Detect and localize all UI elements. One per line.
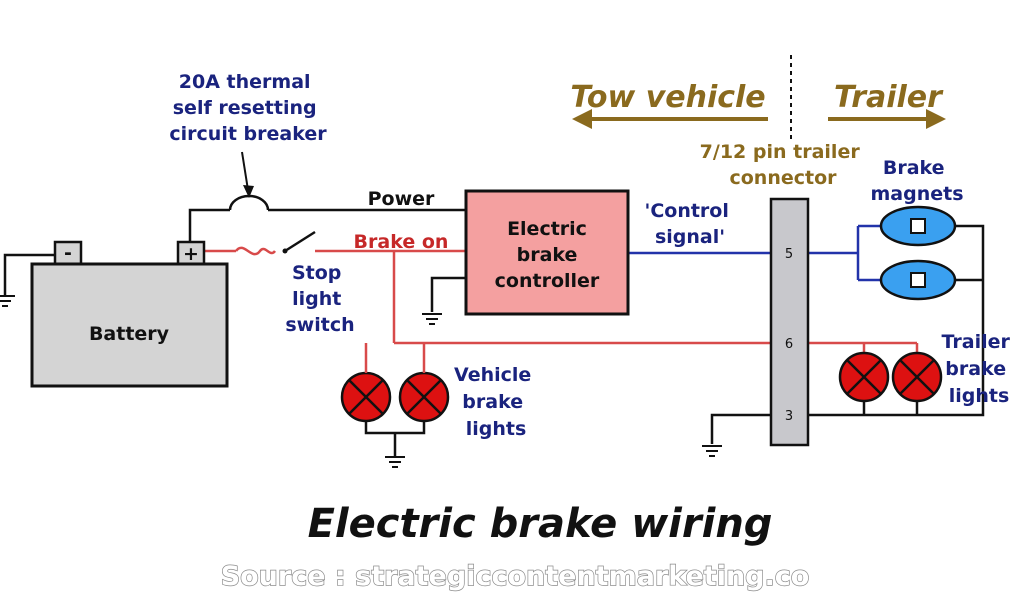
battery-ground-wire xyxy=(3,253,55,295)
power-wire xyxy=(188,208,230,245)
pin-label-6: 6 xyxy=(785,337,793,352)
circuit-breaker-symbol xyxy=(228,194,270,211)
ground-symbol-connector xyxy=(702,445,722,457)
controller-label-line-1: Electric xyxy=(507,218,587,240)
trailer-arrowhead xyxy=(926,109,946,129)
stop-switch-pivot xyxy=(282,248,288,254)
stop-switch-label: Stop light switch xyxy=(285,262,354,336)
control-signal-label: 'Control signal' xyxy=(645,200,736,248)
controller-label-line-2: brake xyxy=(517,244,578,266)
brake-magnets-label-line-2: magnets xyxy=(870,183,963,205)
pin-label-3: 3 xyxy=(785,409,793,424)
brake-magnets-label-line-1: Brake xyxy=(883,157,945,179)
connector-label-line-2: connector xyxy=(729,167,837,189)
vehicle-brake-light-1 xyxy=(340,371,392,423)
vehicle-brake-light-2 xyxy=(398,371,450,423)
vehicle-brake-lights-label-line-3: lights xyxy=(466,418,527,440)
vehicle-brake-lights-label-line-1: Vehicle xyxy=(454,364,531,386)
trailer-brake-lights-label-line-1: Trailer xyxy=(942,331,1011,353)
breaker-label-line-2: self resetting xyxy=(173,97,317,119)
breaker-label: 20A thermal self resetting circuit break… xyxy=(169,71,327,145)
trailer-brake-light-1 xyxy=(838,351,890,403)
control-signal-label-line-2: signal' xyxy=(655,226,725,248)
electric-brake-controller xyxy=(464,189,630,316)
stop-switch-blade xyxy=(284,230,316,253)
breaker-label-line-1: 20A thermal xyxy=(179,71,311,93)
brake-on-label: Brake on xyxy=(354,231,449,253)
ground-symbol-vehicle-lights xyxy=(385,456,405,468)
battery-minus-label: - xyxy=(64,242,72,264)
pin-label-5: 5 xyxy=(785,247,793,262)
controller-ground-wire xyxy=(430,276,466,312)
battery xyxy=(30,262,229,388)
vehicle-brake-lights-label-line-2: brake xyxy=(462,391,523,413)
trailer-label: Trailer xyxy=(834,80,944,115)
trailer-brake-lights-label-line-3: lights xyxy=(949,385,1010,407)
power-label: Power xyxy=(368,188,435,210)
brake-magnet-2 xyxy=(879,259,957,301)
magnet-return-wire xyxy=(808,224,985,417)
trailer-connector xyxy=(769,197,810,447)
breaker-label-line-3: circuit breaker xyxy=(169,123,327,145)
battery-label: Battery xyxy=(89,323,170,345)
breaker-pointer-arrow xyxy=(241,151,249,191)
source-caption: Source : strategiccontentmarketing.co xyxy=(221,561,810,592)
tow-vehicle-arrowhead xyxy=(572,109,592,129)
ground-symbol-battery xyxy=(0,295,15,307)
brake-magnet-1 xyxy=(879,205,957,247)
trailer-brake-light-2 xyxy=(891,351,943,403)
connector-label-line-1: 7/12 pin trailer xyxy=(700,141,861,163)
diagram-title: Electric brake wiring xyxy=(308,501,773,547)
brake-magnets-label: Brake magnets xyxy=(870,157,963,205)
vehicle-brake-lights-label: Vehicle brake lights xyxy=(454,364,538,440)
stop-switch-label-line-3: switch xyxy=(285,314,354,336)
trailer-brake-lights-label: Trailer brake lights xyxy=(942,331,1017,407)
stop-switch-label-line-2: light xyxy=(292,288,341,310)
control-signal-label-line-1: 'Control xyxy=(645,200,729,222)
trailer-brake-lights-label-line-2: brake xyxy=(945,358,1006,380)
fuse-symbol xyxy=(234,246,277,256)
tow-vehicle-label: Tow vehicle xyxy=(570,80,765,115)
connector-ground-wire xyxy=(710,413,771,444)
battery-plus-label: + xyxy=(183,243,199,265)
ground-symbol-controller xyxy=(422,313,442,325)
stop-switch-label-line-1: Stop xyxy=(292,262,341,284)
controller-label-line-3: controller xyxy=(495,270,600,292)
connector-label: 7/12 pin trailer connector xyxy=(700,141,867,189)
breaker-arrowhead xyxy=(243,185,254,198)
